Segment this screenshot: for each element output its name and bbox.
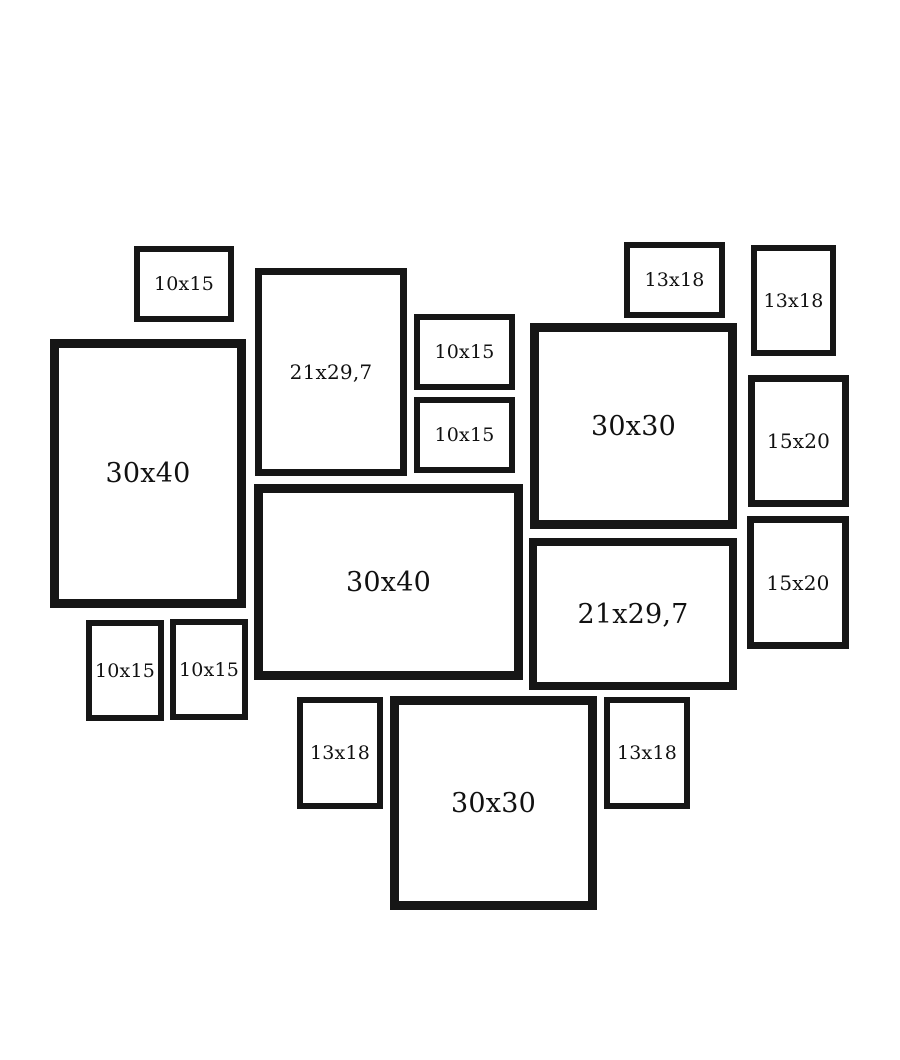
- frame-15x20-right-upper: 15x20: [748, 375, 849, 507]
- frame-10x15-center-lower: 10x15: [414, 397, 515, 473]
- frame-10x15-top-left: 10x15: [134, 246, 234, 322]
- frame-size-label: 13x18: [763, 289, 824, 312]
- frame-size-label: 13x18: [309, 742, 371, 764]
- frame-size-label: 15x20: [766, 570, 830, 595]
- frame-size-label: 10x15: [153, 273, 215, 295]
- frame-30x30-upper-right: 30x30: [530, 323, 737, 529]
- frame-10x15-bottom-left-1: 10x15: [86, 620, 164, 721]
- frame-13x18-bottom-left: 13x18: [297, 697, 383, 809]
- frame-size-label: 30x40: [346, 566, 431, 598]
- frame-size-label: 30x30: [451, 787, 536, 819]
- frame-15x20-right-lower: 15x20: [747, 516, 849, 649]
- frame-13x18-top-center-right: 13x18: [624, 242, 725, 318]
- frame-size-label: 13x18: [616, 742, 678, 764]
- frame-size-label: 30x30: [591, 410, 676, 442]
- frame-13x18-bottom-right: 13x18: [604, 697, 690, 809]
- frame-size-label: 10x15: [434, 424, 495, 446]
- frame-size-label: 21x29,7: [577, 598, 689, 630]
- frame-size-label: 21x29,7: [289, 360, 373, 384]
- frame-size-label: 13x18: [644, 269, 705, 291]
- frame-30x30-bottom: 30x30: [390, 696, 597, 910]
- frame-10x15-center-upper: 10x15: [414, 314, 515, 390]
- frame-size-label: 10x15: [94, 659, 156, 682]
- frame-21x29-7-upper-left: 21x29,7: [255, 268, 407, 476]
- frame-size-label: 30x40: [105, 458, 191, 489]
- frame-21x29-7-lower-right: 21x29,7: [529, 538, 737, 690]
- frame-30x40-left: 30x40: [50, 339, 246, 608]
- frame-size-label: 10x15: [178, 658, 240, 681]
- frame-size-label: 10x15: [434, 341, 495, 363]
- frame-13x18-top-far-right: 13x18: [751, 245, 836, 356]
- frame-10x15-bottom-left-2: 10x15: [170, 619, 248, 720]
- frame-30x40-center: 30x40: [254, 484, 523, 680]
- frame-size-label: 15x20: [766, 429, 831, 453]
